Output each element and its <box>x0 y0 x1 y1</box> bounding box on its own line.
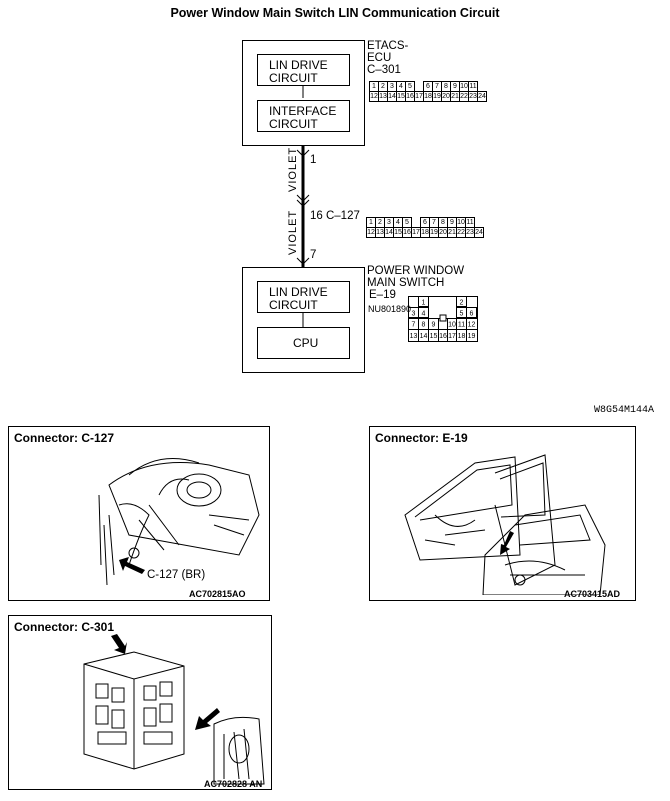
wire-pin-top: 1 <box>310 154 317 166</box>
lin-drive-label-1: LIN DRIVE <box>269 58 328 72</box>
panel-title-c127: Connector: C-127 <box>14 431 115 445</box>
chevron-icon <box>296 257 310 265</box>
door-illustration <box>404 454 606 595</box>
connector-pin: 5 <box>402 217 412 228</box>
junction-label: 16 C–127 <box>310 210 360 222</box>
figure-code-c301: AC702828 AN <box>204 779 263 789</box>
connector-pin: 19 <box>429 227 439 238</box>
connector-panel-c127: Connector: C-127 C-127 (BR) AC702815AO <box>8 426 270 601</box>
connector-pin: 7 <box>429 217 439 228</box>
connector-pin: 8 <box>438 217 448 228</box>
ecu-name-1: ETACS- <box>367 40 409 52</box>
connector-pin: 10 <box>456 217 466 228</box>
dashboard-illustration <box>98 458 260 586</box>
connector-pin: 2 <box>375 217 385 228</box>
svg-text:18: 18 <box>458 333 466 340</box>
switch-lin-label-2: CIRCUIT <box>269 298 318 312</box>
arrow-icon <box>111 634 127 654</box>
ecu-connector-id: C–301 <box>367 64 401 76</box>
cpu-label: CPU <box>293 336 319 350</box>
svg-text:3: 3 <box>412 311 416 318</box>
panel-title-c301: Connector: C-301 <box>14 620 115 634</box>
wiring-svg <box>296 85 310 327</box>
connector-pin: 11 <box>465 217 475 228</box>
svg-text:12: 12 <box>468 322 476 329</box>
svg-text:9: 9 <box>432 322 436 329</box>
wire-color-bottom: VIOLET <box>287 209 299 255</box>
connector-pin: 4 <box>393 217 403 228</box>
chevron-icon <box>296 194 310 202</box>
connector-pin: 22 <box>456 227 466 238</box>
etacs-ecu-box: LIN DRIVE CIRCUIT INTERFACE CIRCUIT <box>242 40 365 146</box>
svg-text:6: 6 <box>470 311 474 318</box>
connector-pin: 13 <box>375 227 385 238</box>
ecu-illustration <box>83 651 265 785</box>
switch-name-1: POWER WINDOW <box>367 265 465 277</box>
svg-text:4: 4 <box>422 311 426 318</box>
connector-panel-e19: Connector: E-19 AC703415AD <box>369 426 636 601</box>
connector-pin: 18 <box>420 227 430 238</box>
connector-pin: 6 <box>420 217 430 228</box>
chevron-icon <box>296 149 310 157</box>
svg-text:1: 1 <box>422 300 426 307</box>
arrow-icon <box>119 557 145 574</box>
ecu-name-2: ECU <box>367 52 392 64</box>
svg-text:11: 11 <box>458 322 465 329</box>
interface-circuit-block: INTERFACE CIRCUIT <box>257 100 350 132</box>
svg-text:16: 16 <box>439 333 447 340</box>
connector-pin: 16 <box>402 227 412 238</box>
svg-text:19: 19 <box>468 333 476 340</box>
wire-color-top: VIOLET <box>287 146 299 192</box>
connector-pin: 14 <box>384 227 394 238</box>
interface-label-1: INTERFACE <box>269 104 337 118</box>
switch-part-no: NU801890 <box>368 304 412 314</box>
page-title: Power Window Main Switch LIN Communicati… <box>170 6 500 20</box>
arrow-icon <box>500 531 514 555</box>
connector-pin: 24 <box>474 227 484 238</box>
panel-title-e19: Connector: E-19 <box>375 431 468 445</box>
callout-c127: C-127 (BR) <box>147 569 206 581</box>
connector-pin: 24 <box>477 91 487 102</box>
switch-lin-label-1: LIN DRIVE <box>269 285 328 299</box>
connector-pin: 17 <box>411 227 421 238</box>
connector-panel-c301: Connector: C-301 AC702828 AN <box>8 615 272 790</box>
cpu-block: CPU <box>257 327 350 359</box>
switch-connector-id: E–19 <box>369 289 396 301</box>
interface-label-2: CIRCUIT <box>269 117 318 131</box>
diagram-code: W8G54M144A <box>594 405 655 416</box>
lin-drive-label-2: CIRCUIT <box>269 71 318 85</box>
connector-pin: 20 <box>438 227 448 238</box>
arrow-icon <box>195 708 220 730</box>
figure-code-e19: AC703415AD <box>564 589 621 599</box>
svg-text:7: 7 <box>412 322 416 329</box>
svg-text:14: 14 <box>420 333 428 340</box>
svg-text:5: 5 <box>460 311 464 318</box>
connector-pin: 3 <box>384 217 394 228</box>
svg-text:17: 17 <box>448 333 456 340</box>
connector-pin: 1 <box>366 217 376 228</box>
connector-pin: 15 <box>393 227 403 238</box>
switch-lin-drive-block: LIN DRIVE CIRCUIT <box>257 281 350 313</box>
connector-pin: 9 <box>447 217 457 228</box>
connector-pin: 23 <box>465 227 475 238</box>
connector-pin: 12 <box>366 227 376 238</box>
connector-pin: 21 <box>447 227 457 238</box>
connector-pin <box>411 217 421 228</box>
power-window-switch-box: LIN DRIVE CIRCUIT CPU <box>242 267 365 373</box>
svg-text:13: 13 <box>410 333 418 340</box>
switch-name-2: MAIN SWITCH <box>367 277 445 289</box>
svg-text:10: 10 <box>448 322 456 329</box>
svg-text:2: 2 <box>460 300 464 307</box>
svg-text:8: 8 <box>422 322 426 329</box>
wire-pin-bottom: 7 <box>310 249 317 261</box>
figure-code-c127: AC702815AO <box>189 589 246 599</box>
chevron-icon <box>296 199 310 207</box>
svg-text:15: 15 <box>430 333 438 340</box>
